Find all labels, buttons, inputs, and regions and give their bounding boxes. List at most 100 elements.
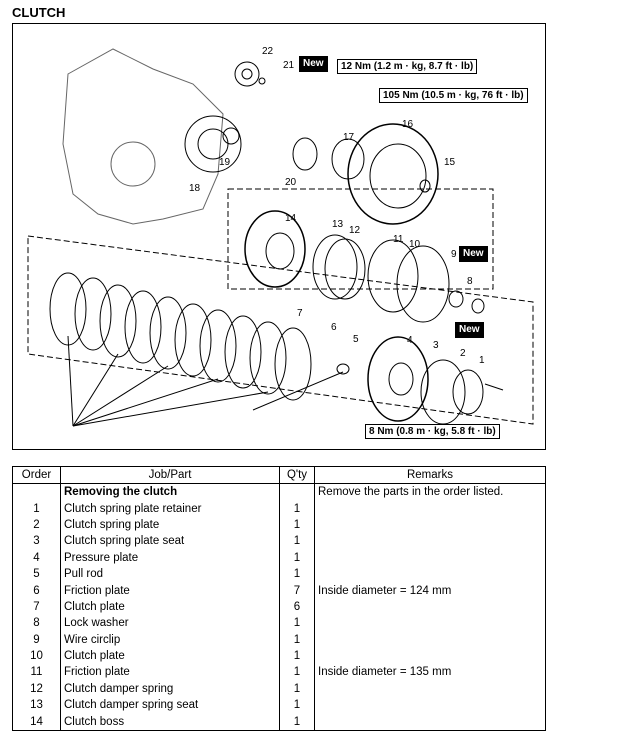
row-order: 4 [12,549,61,566]
new-badge-21: New [299,56,328,72]
row-qty: 7 [279,582,315,599]
torque-spec-12nm: 12 Nm (1.2 m · kg, 8.7 ft · lb) [337,59,478,74]
exploded-view-diagram: 12 Nm (1.2 m · kg, 8.7 ft · lb) 105 Nm (… [12,23,546,450]
row-remarks: Remove the parts in the order listed. [314,483,546,501]
row-qty: 1 [279,647,315,665]
table-row: 7 Clutch plate 6 [12,598,546,616]
row-order: 7 [12,598,61,616]
header-qty: Q'ty [279,466,315,484]
table-row: 13 Clutch damper spring seat 1 [12,697,546,714]
part-number-17: 17 [343,132,355,143]
table-row: 5 Pull rod 1 [12,565,546,583]
row-part: Pressure plate [60,549,280,566]
table-row: 1 Clutch spring plate retainer 1 [12,500,546,517]
row-part: Clutch plate [60,647,280,665]
row-part: Clutch spring plate retainer [60,500,280,517]
table-row: 2 Clutch spring plate 1 [12,516,546,534]
row-part: Clutch damper spring seat [60,697,280,714]
part-number-15: 15 [444,157,456,168]
row-qty: 1 [279,615,315,632]
row-order: 12 [12,680,61,698]
table-header-row: Order Job/Part Q'ty Remarks [12,466,546,484]
row-part: Lock washer [60,615,280,632]
row-remarks [314,631,546,648]
part-number-20: 20 [285,177,297,188]
row-qty: 1 [279,516,315,534]
row-part: Clutch boss [60,713,280,731]
part-number-11: 11 [393,234,404,245]
row-part: Wire circlip [60,631,280,648]
part-number-2: 2 [460,348,466,359]
row-remarks [314,680,546,698]
row-order: 10 [12,647,61,665]
table-row: 6 Friction plate 7 Inside diameter = 124… [12,582,546,599]
part-number-1: 1 [479,355,485,366]
part-number-5: 5 [353,334,359,345]
part-number-3: 3 [433,340,439,351]
part-number-19: 19 [219,157,231,168]
table-row: 12 Clutch damper spring 1 [12,680,546,698]
parts-table: Order Job/Part Q'ty Remarks Removing the… [12,466,546,731]
part-number-14: 14 [285,213,297,224]
row-remarks: Inside diameter = 135 mm [314,664,546,681]
part-number-7: 7 [297,308,303,319]
table-row: Removing the clutch Remove the parts in … [12,483,546,501]
table-row: 4 Pressure plate 1 [12,549,546,566]
row-remarks [314,549,546,566]
row-order: 8 [12,615,61,632]
row-remarks [314,533,546,550]
row-order: 6 [12,582,61,599]
part-number-4: 4 [407,335,413,346]
part-number-6: 6 [331,322,337,333]
table-row: 11 Friction plate 1 Inside diameter = 13… [12,664,546,681]
row-remarks: Inside diameter = 124 mm [314,582,546,599]
table-row: 3 Clutch spring plate seat 1 [12,533,546,550]
page-title: CLUTCH [12,5,66,20]
row-part: Removing the clutch [60,483,280,501]
row-qty [279,483,315,501]
row-remarks [314,647,546,665]
row-part: Clutch damper spring [60,680,280,698]
row-qty: 1 [279,500,315,517]
row-qty: 1 [279,533,315,550]
row-part: Friction plate [60,582,280,599]
row-order: 1 [12,500,61,517]
row-qty: 1 [279,664,315,681]
row-remarks [314,516,546,534]
row-remarks [314,615,546,632]
row-order: 13 [12,697,61,714]
part-number-18: 18 [189,183,201,194]
row-qty: 1 [279,631,315,648]
clutch-exploded-illustration [27,48,534,427]
new-badge-9: New [459,246,488,262]
row-order: 3 [12,533,61,550]
header-order: Order [12,466,61,484]
row-part: Clutch plate [60,598,280,616]
header-remarks: Remarks [314,466,546,484]
row-qty: 1 [279,680,315,698]
part-number-10: 10 [409,239,421,250]
row-remarks [314,713,546,731]
row-qty: 1 [279,713,315,731]
row-part: Friction plate [60,664,280,681]
row-order: 14 [12,713,61,731]
row-qty: 1 [279,565,315,583]
row-order: 2 [12,516,61,534]
part-number-21: 21 [283,60,295,71]
row-qty: 1 [279,549,315,566]
row-part: Pull rod [60,565,280,583]
row-part: Clutch spring plate [60,516,280,534]
row-part: Clutch spring plate seat [60,533,280,550]
row-qty: 6 [279,598,315,616]
row-remarks [314,500,546,517]
row-remarks [314,697,546,714]
part-number-22: 22 [262,46,274,57]
row-remarks [314,598,546,616]
torque-spec-105nm: 105 Nm (10.5 m · kg, 76 ft · lb) [379,88,528,103]
part-number-13: 13 [332,219,344,230]
table-row: 10 Clutch plate 1 [12,647,546,665]
row-order: 5 [12,565,61,583]
part-number-8: 8 [467,276,473,287]
part-number-12: 12 [349,225,361,236]
part-number-9: 9 [451,249,457,260]
